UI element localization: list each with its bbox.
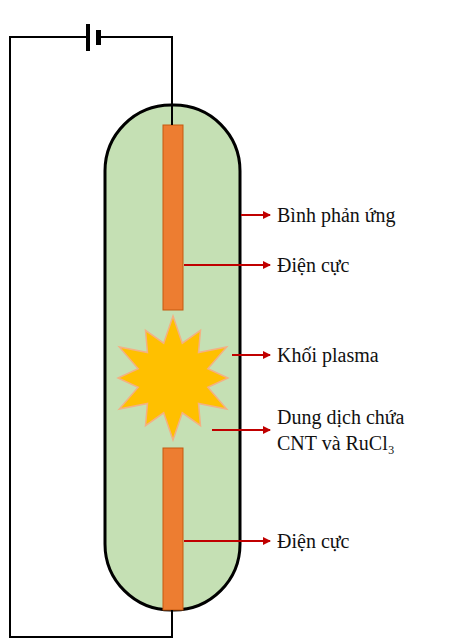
callout-label: Điện cực bbox=[274, 252, 352, 278]
reaction-vessel bbox=[105, 105, 240, 610]
electrode bbox=[163, 448, 183, 610]
plasma-burst bbox=[118, 316, 228, 440]
callout-label: Bình phản ứng bbox=[274, 202, 399, 228]
electrode bbox=[163, 125, 183, 310]
leader-arrow bbox=[184, 215, 270, 541]
callout-label: Khối plasma bbox=[274, 342, 382, 368]
callout-label: Dung dịch chứa CNT và RuCl₃ bbox=[274, 404, 432, 456]
battery-symbol bbox=[86, 24, 101, 51]
callout-label: Điện cực bbox=[274, 528, 352, 554]
